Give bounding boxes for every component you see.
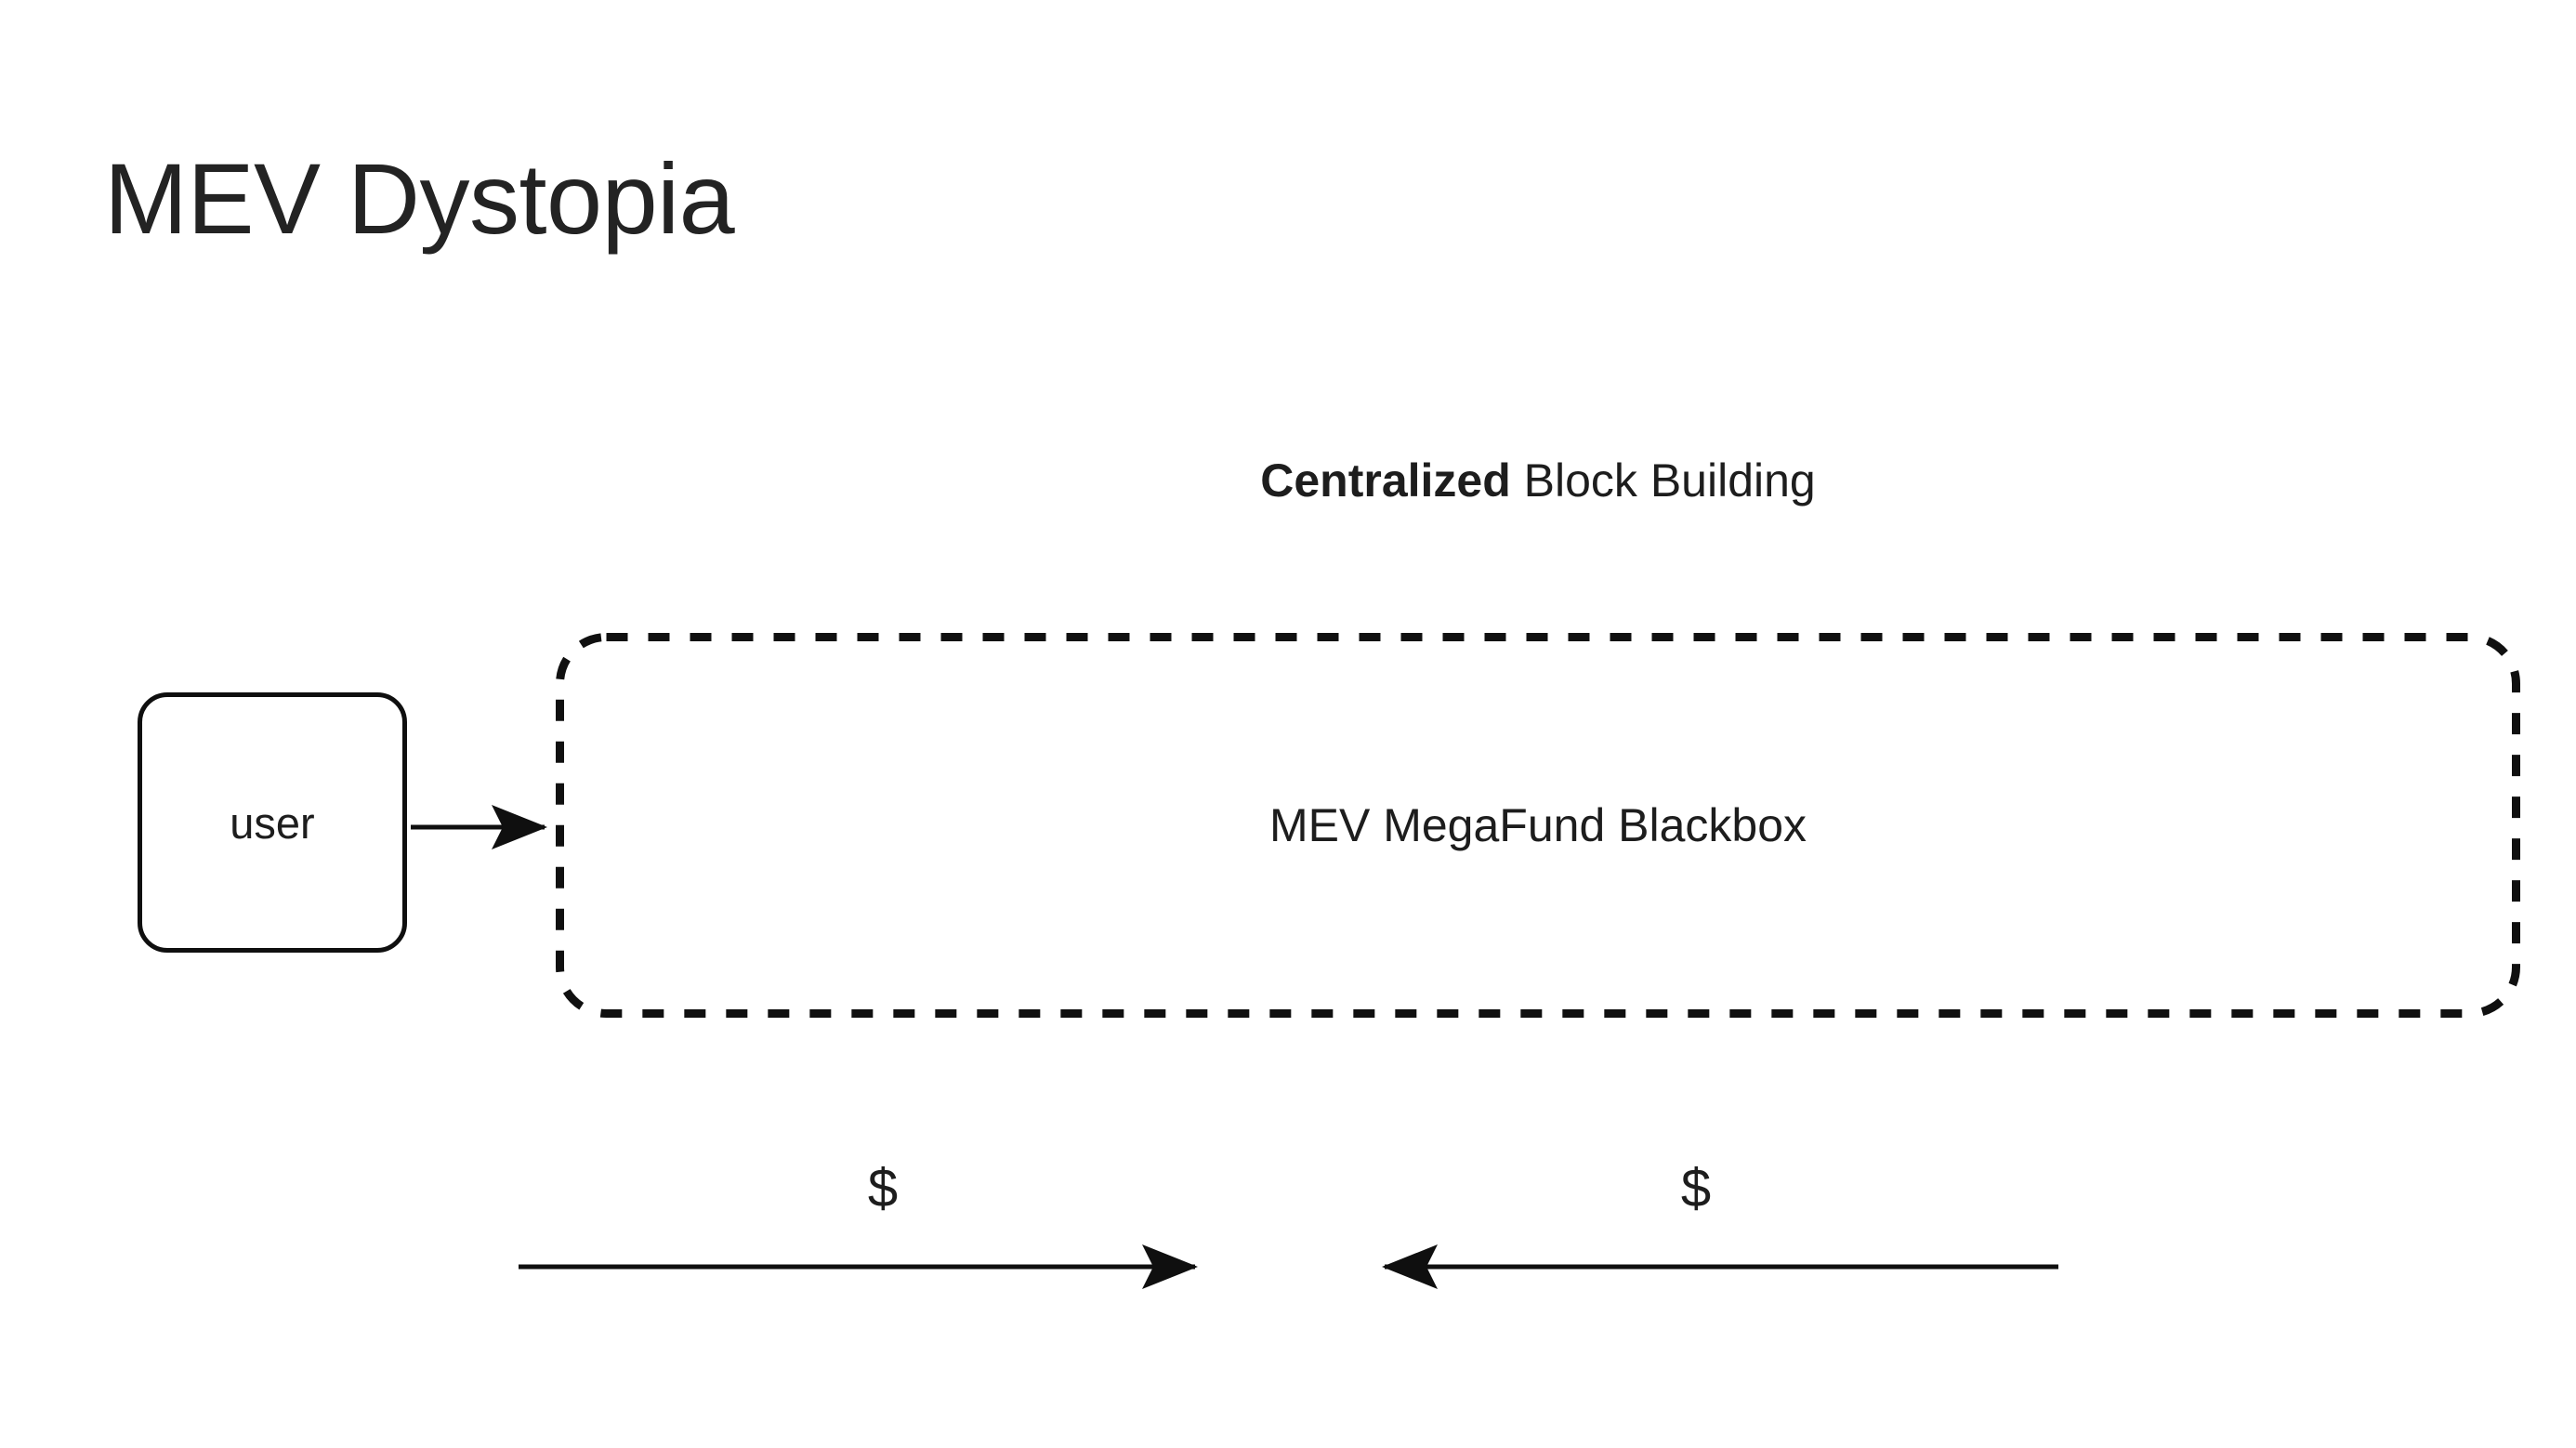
blackbox-dashed-border: [558, 635, 2518, 1016]
diagram-heading-emphasis: Centralized: [1260, 454, 1511, 507]
node-blackbox[interactable]: MEV MegaFund Blackbox: [558, 635, 2518, 1016]
money-label-inflow: $: [1680, 1158, 1712, 1218]
node-user-label: user: [230, 797, 315, 848]
money-label-outflow: $: [867, 1158, 899, 1218]
node-user[interactable]: user: [138, 692, 407, 953]
diagram-heading: Centralized Block Building: [558, 457, 2518, 504]
diagram-heading-rest: Block Building: [1510, 454, 1816, 507]
node-blackbox-label: MEV MegaFund Blackbox: [1268, 799, 1807, 851]
page-title: MEV Dystopia: [104, 142, 735, 255]
